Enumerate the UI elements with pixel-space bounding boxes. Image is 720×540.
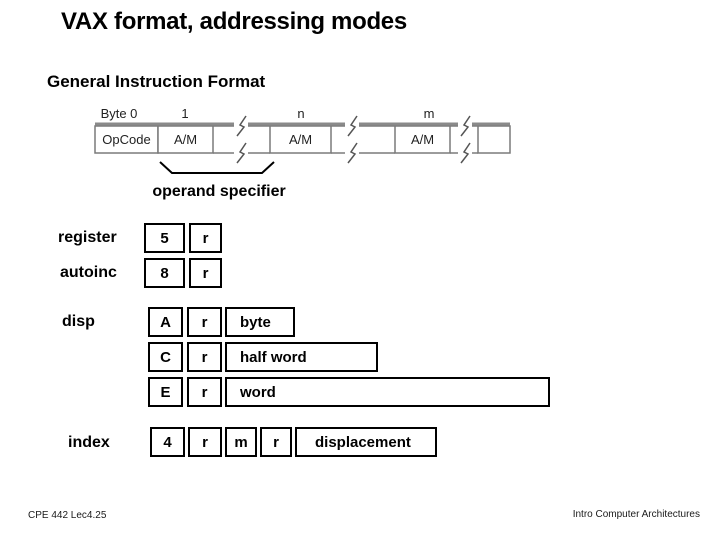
break-mark-icon xyxy=(460,142,471,164)
slide-title: VAX format, addressing modes xyxy=(61,8,407,35)
row-label-disp: disp xyxy=(62,313,95,330)
field-box-autoinc-r: r xyxy=(189,258,222,288)
field-box-register-code: 5 xyxy=(144,223,185,253)
trailing-box xyxy=(477,125,511,154)
field-box-index-m: m xyxy=(225,427,257,457)
field-box-disp-e-code: E xyxy=(148,377,183,407)
field-box-index-displacement: displacement xyxy=(295,427,437,457)
footer-course-title: Intro Computer Architectures xyxy=(572,509,700,520)
byte-label-0: Byte 0 xyxy=(101,106,138,121)
byte-label-m: m xyxy=(424,106,435,121)
field-box-index-r1: r xyxy=(188,427,222,457)
section-heading: General Instruction Format xyxy=(47,72,266,91)
operand-specifier-brace xyxy=(159,161,275,174)
byte-label-1: 1 xyxy=(181,106,188,121)
byte-boxes xyxy=(94,125,511,154)
am-box-m xyxy=(394,125,451,154)
break-mark-icon xyxy=(236,115,247,137)
field-box-disp-e-r: r xyxy=(187,377,222,407)
break-mark-icon xyxy=(236,142,247,164)
opcode-cell-label: OpCode xyxy=(102,132,150,147)
footer-slide-number: CPE 442 Lec4.25 xyxy=(28,510,107,521)
byte-label-n: n xyxy=(297,106,304,121)
break-mark-icon xyxy=(347,142,358,164)
am-box-n xyxy=(269,125,332,154)
field-box-disp-a-r: r xyxy=(187,307,222,337)
field-box-index-r2: r xyxy=(260,427,292,457)
opcode-box xyxy=(94,125,159,154)
am-cell-label-n: A/M xyxy=(289,132,312,147)
row-label-index: index xyxy=(68,434,110,451)
field-box-disp-c-r: r xyxy=(187,342,222,372)
instruction-format-diagram: Byte 0 1 n m xyxy=(94,106,511,200)
continuation-segments xyxy=(213,125,478,154)
field-box-autoinc-code: 8 xyxy=(144,258,185,288)
am-cell-label-1: A/M xyxy=(174,132,197,147)
am-box-1 xyxy=(157,125,214,154)
row-label-autoinc: autoinc xyxy=(60,264,117,281)
field-box-register-r: r xyxy=(189,223,222,253)
break-mark-icon xyxy=(460,115,471,137)
field-box-index-code: 4 xyxy=(150,427,185,457)
field-box-disp-halfword: half word xyxy=(225,342,378,372)
break-marks xyxy=(236,115,471,164)
break-mark-icon xyxy=(347,115,358,137)
row-label-register: register xyxy=(58,229,117,246)
field-box-disp-a-code: A xyxy=(148,307,183,337)
field-box-disp-c-code: C xyxy=(148,342,183,372)
field-box-disp-byte: byte xyxy=(225,307,295,337)
am-cell-label-m: A/M xyxy=(411,132,434,147)
field-box-disp-word: word xyxy=(225,377,550,407)
operand-specifier-label: operand specifier xyxy=(152,183,285,200)
